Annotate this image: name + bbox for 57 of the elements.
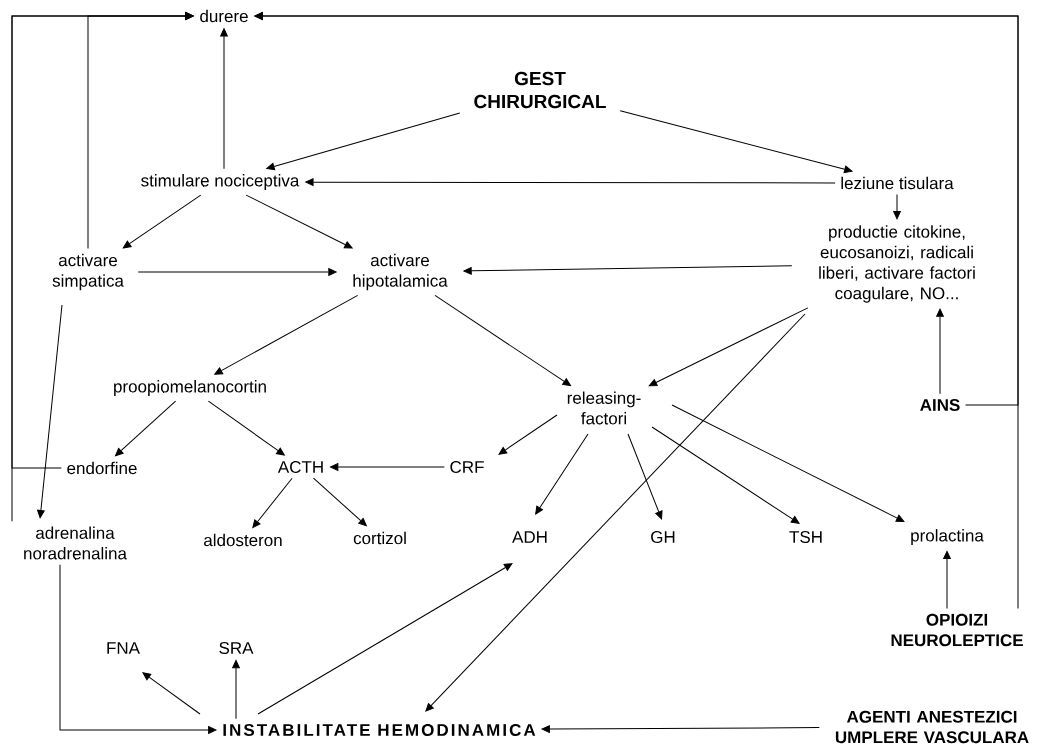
arrow xyxy=(257,563,513,715)
arrow xyxy=(648,307,809,387)
arrow xyxy=(541,725,820,733)
node-label: proopiomelanocortin xyxy=(114,380,266,396)
node-label: stimulare nociceptiva xyxy=(141,174,300,190)
arrow xyxy=(266,112,461,171)
node-label: GH xyxy=(651,531,675,543)
node-label: INSTABILITATE HEMODINAMICA xyxy=(223,724,536,736)
node-label: TSH xyxy=(789,531,822,543)
node-label: OPIOIZI NEUROLEPTICE xyxy=(891,613,1023,647)
arrow xyxy=(142,672,201,715)
node-label: adrenalina noradrenalina xyxy=(24,526,127,560)
node-label: prolactina xyxy=(911,529,984,545)
node-label: FNA xyxy=(107,642,140,654)
arrow xyxy=(893,193,901,220)
arrow xyxy=(245,194,353,249)
node-label: cortizol xyxy=(353,531,406,545)
node-label: leziune tisulara xyxy=(841,176,954,190)
arrow xyxy=(671,404,905,522)
node-label: releasing-factori xyxy=(567,391,641,425)
arrow xyxy=(498,414,558,455)
node-label: ADH xyxy=(512,531,547,543)
node-label: ACTH xyxy=(277,461,323,473)
node-label: GEST CHIRURGICAL xyxy=(474,71,606,109)
arrow xyxy=(252,477,293,529)
arrow xyxy=(59,564,217,734)
node-label: SRA xyxy=(219,642,254,654)
arrow xyxy=(425,313,806,712)
node-label: activare simpatica xyxy=(52,253,124,291)
arrow xyxy=(936,308,944,395)
arrow xyxy=(463,265,793,275)
arrow xyxy=(434,294,571,387)
arrow xyxy=(627,433,663,520)
node-label: durere xyxy=(200,9,248,23)
arrow xyxy=(619,110,853,174)
node-label: AGENTI ANESTEZICI UMPLERE VASCULARA xyxy=(835,710,1029,744)
arrow xyxy=(330,463,445,471)
node-label: aldosteron xyxy=(204,533,282,547)
arrow xyxy=(220,28,228,170)
arrow xyxy=(207,400,285,456)
arrow xyxy=(137,268,337,276)
arrow xyxy=(305,178,836,186)
arrow xyxy=(232,659,240,720)
arrow xyxy=(254,12,1019,610)
node-label: endorfine xyxy=(67,461,137,475)
arrow xyxy=(37,304,63,519)
arrow xyxy=(122,194,202,249)
node-label: activare hipotalamica xyxy=(353,253,448,291)
arrow xyxy=(214,294,359,375)
arrow xyxy=(115,400,177,457)
node-label: AINS xyxy=(920,399,960,411)
arrow xyxy=(651,426,800,524)
node-label: productie citokine, eucosanoizi, radicali liberi, activare factori coagulare, NO... xyxy=(819,225,975,303)
arrow xyxy=(313,477,367,527)
arrow xyxy=(943,550,951,610)
node-label: CRF xyxy=(450,461,484,473)
arrow xyxy=(535,433,589,515)
